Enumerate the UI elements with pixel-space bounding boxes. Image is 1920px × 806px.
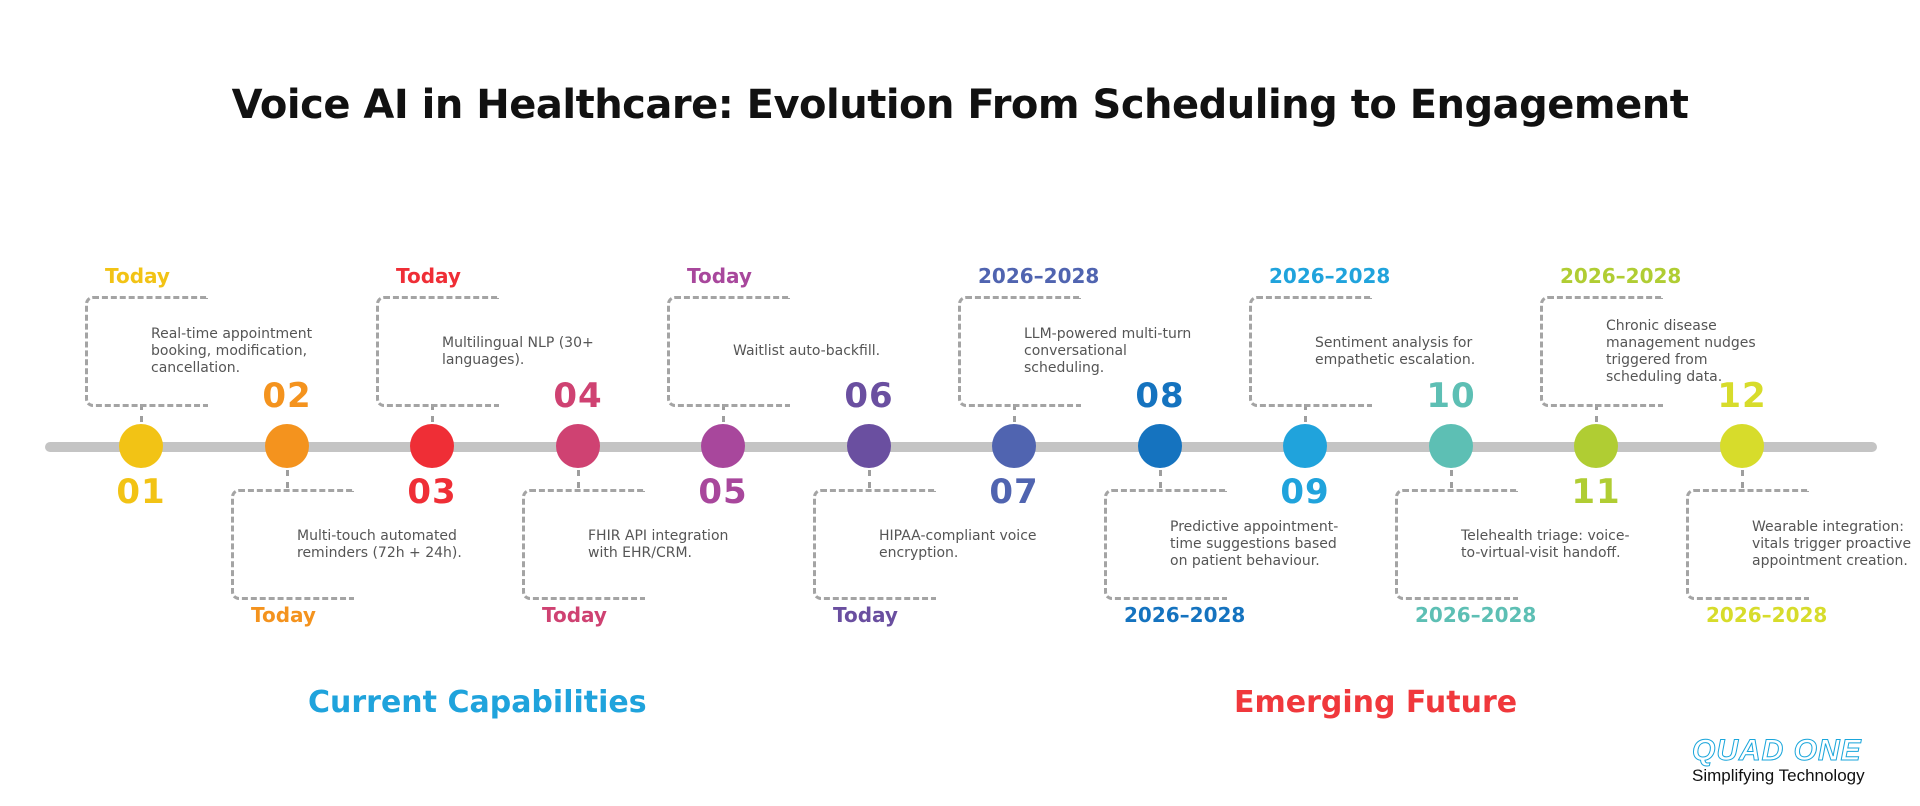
milestone-era: Today <box>542 603 607 627</box>
milestone-description: Chronic disease management nudges trigge… <box>1606 318 1756 385</box>
milestone-era: 2026–2028 <box>1124 603 1246 627</box>
milestone-number: 02 <box>262 376 312 416</box>
milestone-dot <box>1283 424 1327 468</box>
milestone-number: 11 <box>1571 472 1621 512</box>
section-label-current: Current Capabilities <box>308 685 647 720</box>
milestone-number: 06 <box>844 376 894 416</box>
milestone-era: Today <box>105 264 170 288</box>
connector-line <box>1304 404 1307 422</box>
timeline-track <box>45 442 1877 452</box>
milestone-era: 2026–2028 <box>978 264 1100 288</box>
description-bracket <box>1395 489 1518 600</box>
connector-line <box>1013 404 1016 422</box>
milestone-number: 07 <box>989 472 1039 512</box>
milestone-dot <box>265 424 309 468</box>
logo-tagline: Simplifying Technology <box>1692 766 1865 785</box>
page-title: Voice AI in Healthcare: Evolution From S… <box>231 82 1689 128</box>
description-bracket <box>231 489 354 600</box>
connector-line <box>577 470 580 488</box>
description-bracket <box>1104 489 1227 600</box>
connector-line <box>140 404 143 422</box>
description-bracket <box>1540 296 1663 407</box>
milestone-era: 2026–2028 <box>1560 264 1682 288</box>
connector-line <box>1741 470 1744 488</box>
milestone-number: 12 <box>1717 376 1767 416</box>
milestone-dot <box>847 424 891 468</box>
milestone-dot <box>1138 424 1182 468</box>
milestone-description: HIPAA-compliant voice encryption. <box>879 528 1037 561</box>
milestone-era: Today <box>396 264 461 288</box>
connector-line <box>868 470 871 488</box>
milestone-number: 05 <box>698 472 748 512</box>
logo-name: QUAD ONE <box>1692 734 1862 767</box>
description-bracket <box>85 296 208 407</box>
milestone-era: 2026–2028 <box>1269 264 1391 288</box>
milestone-description: Multilingual NLP (30+ languages). <box>442 335 594 368</box>
milestone-era: Today <box>251 603 316 627</box>
milestone-era: Today <box>833 603 898 627</box>
milestone-number: 10 <box>1426 376 1476 416</box>
milestone-description: Predictive appointment-time suggestions … <box>1170 519 1339 569</box>
milestone-number: 08 <box>1135 376 1185 416</box>
milestone-dot <box>992 424 1036 468</box>
connector-line <box>1595 404 1598 422</box>
milestone-era: 2026–2028 <box>1706 603 1828 627</box>
connector-line <box>286 470 289 488</box>
connector-line <box>1159 470 1162 488</box>
milestone-description: Real-time appointment booking, modificat… <box>151 326 313 376</box>
milestone-dot <box>119 424 163 468</box>
milestone-description: Waitlist auto-backfill. <box>733 343 881 359</box>
milestone-description: Wearable integration: vitals trigger pro… <box>1752 519 1912 569</box>
milestone-description: FHIR API integration with EHR/CRM. <box>588 528 729 561</box>
milestone-description: LLM-powered multi-turn conversational sc… <box>1024 326 1192 376</box>
milestone-description: Multi-touch automated reminders (72h + 2… <box>297 528 462 561</box>
milestone-dot <box>410 424 454 468</box>
description-bracket <box>522 489 645 600</box>
milestone-dot <box>701 424 745 468</box>
milestone-number: 03 <box>407 472 457 512</box>
milestone-dot <box>556 424 600 468</box>
description-bracket <box>667 296 790 407</box>
description-bracket <box>376 296 499 407</box>
milestone-era: 2026–2028 <box>1415 603 1537 627</box>
milestone-dot <box>1720 424 1764 468</box>
milestone-dot <box>1429 424 1473 468</box>
description-bracket <box>1686 489 1809 600</box>
milestone-dot <box>1574 424 1618 468</box>
description-bracket <box>958 296 1081 407</box>
section-label-future: Emerging Future <box>1234 685 1518 720</box>
description-bracket <box>813 489 936 600</box>
milestone-description: Sentiment analysis for empathetic escala… <box>1315 335 1476 368</box>
connector-line <box>722 404 725 422</box>
connector-line <box>1450 470 1453 488</box>
milestone-era: Today <box>687 264 752 288</box>
milestone-number: 04 <box>553 376 603 416</box>
milestone-number: 09 <box>1280 472 1330 512</box>
description-bracket <box>1249 296 1372 407</box>
milestone-description: Telehealth triage: voice-to-virtual-visi… <box>1461 528 1630 561</box>
milestone-number: 01 <box>116 472 166 512</box>
connector-line <box>431 404 434 422</box>
brand-logo: QUAD ONE Simplifying Technology <box>1692 734 1902 786</box>
